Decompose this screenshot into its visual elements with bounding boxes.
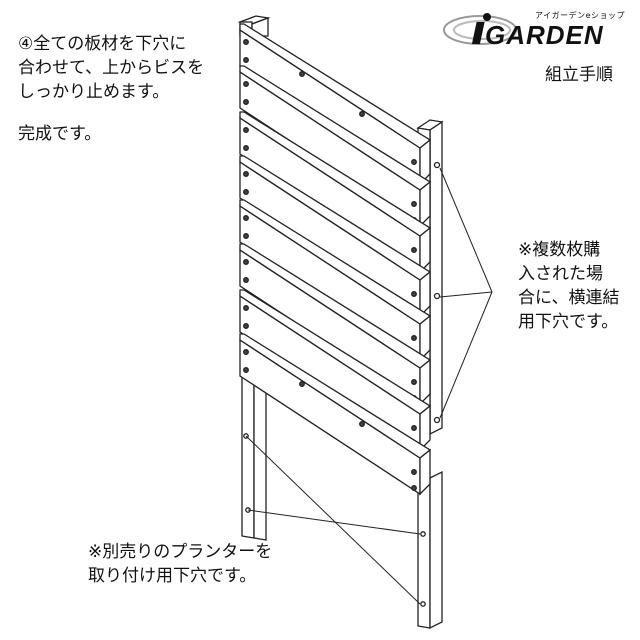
screw-icon <box>411 485 417 491</box>
note-connection-holes: ※複数枚購 入された場 合に、横連結 用下穴です。 <box>518 240 620 332</box>
slat-board <box>239 289 432 452</box>
screw-icon <box>411 379 417 385</box>
screw-icon <box>243 259 249 265</box>
screw-icon <box>243 57 249 63</box>
screw-icon <box>299 381 305 387</box>
screw-icon <box>411 159 417 165</box>
screw-icon <box>243 349 249 355</box>
screw-icon <box>243 305 249 311</box>
screw-icon <box>411 335 417 341</box>
screw-icon <box>243 127 249 133</box>
igarden-logo <box>440 6 630 54</box>
connection-hole <box>433 161 441 169</box>
screw-icon <box>411 247 417 253</box>
screw-icon <box>411 469 417 475</box>
connection-hole <box>433 416 441 424</box>
slat-board <box>239 65 432 228</box>
leader-lines <box>245 167 493 605</box>
screw-icon <box>243 81 249 87</box>
subtitle: 組立手順 <box>545 65 613 85</box>
planter-holes <box>243 433 426 607</box>
screw-icon <box>243 99 249 105</box>
slat-board <box>239 333 432 496</box>
screw-icon <box>243 277 249 283</box>
screw-icon <box>243 367 249 373</box>
screw-icon <box>243 323 249 329</box>
logo-swoosh-icon <box>443 13 517 45</box>
screw-icon <box>243 189 249 195</box>
screw-icon <box>411 425 417 431</box>
connection-hole <box>433 292 441 300</box>
slat-board <box>239 243 432 406</box>
logo-tagline: アイガーデンeショップ <box>535 11 626 20</box>
screw-icon <box>243 39 249 45</box>
screw-icon <box>299 71 305 77</box>
instruction-text: ④全ての板材を下穴に 合わせて、上からビスを しっかり止めます。 <box>18 34 205 102</box>
logo-wordmark: GARDEN <box>485 20 604 50</box>
slat-board <box>239 155 432 318</box>
screw-icon <box>411 201 417 207</box>
screw-icon <box>243 145 249 151</box>
screw-icon <box>359 111 365 117</box>
screw-icon <box>411 291 417 297</box>
done-text: 完成です。 <box>18 124 102 144</box>
screw-icon <box>243 171 249 177</box>
screw-icon <box>243 215 249 221</box>
left-post <box>237 15 271 541</box>
slat-board <box>239 23 432 186</box>
note-planter-holes: ※別売りのプランターを 取り付け用下穴です。 <box>88 542 273 586</box>
screw-icon <box>243 233 249 239</box>
screw-icon <box>359 421 365 427</box>
slats <box>239 23 432 496</box>
